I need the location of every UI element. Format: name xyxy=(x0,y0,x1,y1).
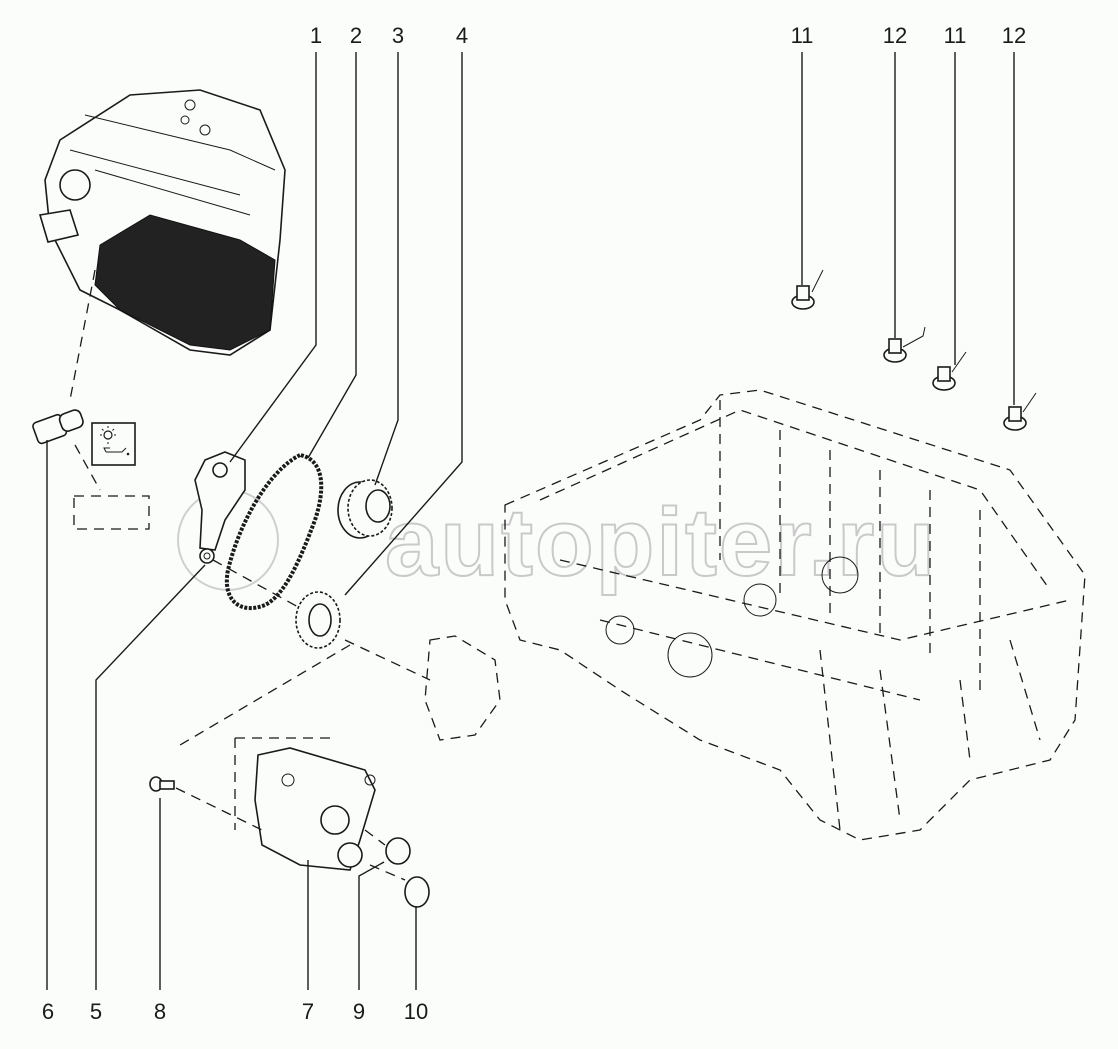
callout-1: 1 xyxy=(310,23,322,48)
callout-12: 12 xyxy=(1002,23,1026,48)
bolt xyxy=(149,776,175,792)
callout-2: 2 xyxy=(350,23,362,48)
engine-block xyxy=(504,389,1086,841)
callout-7: 7 xyxy=(302,999,314,1024)
engine-assembly xyxy=(38,89,286,356)
oil-pressure-warning-icon xyxy=(91,422,136,466)
crankshaft-sprocket xyxy=(337,479,393,539)
callout-6: 6 xyxy=(42,999,54,1024)
watermark-text: autopiter.ru xyxy=(385,489,937,596)
piston-oil-jets xyxy=(791,269,1037,431)
watermark: autopiter.ru xyxy=(177,488,937,597)
oil-pressure-switch xyxy=(32,409,84,445)
oil-jet xyxy=(1003,392,1037,431)
callout-8: 8 xyxy=(154,999,166,1024)
callout-9: 9 xyxy=(353,999,365,1024)
oil-jet xyxy=(883,326,926,363)
timing-chain xyxy=(224,452,324,611)
oil-jet xyxy=(791,269,824,310)
callout-11: 11 xyxy=(791,23,814,48)
callout-10: 10 xyxy=(404,999,428,1024)
oil-pump-sprocket xyxy=(295,591,341,649)
o-ring-small xyxy=(385,837,411,865)
oil-jet xyxy=(932,351,967,391)
callout-12: 12 xyxy=(883,23,907,48)
leader-lines xyxy=(46,52,1015,990)
tensioner-washer xyxy=(199,548,215,564)
callout-4: 4 xyxy=(456,23,468,48)
oil-pump xyxy=(234,737,376,871)
callout-3: 3 xyxy=(392,23,404,48)
o-ring-large xyxy=(404,876,430,908)
timing-cover xyxy=(424,635,501,741)
callouts: 1 2 3 4 5 6 7 8 9 10 11 12 11 12 xyxy=(42,23,1026,1024)
callout-5: 5 xyxy=(90,999,102,1024)
placeholder-box xyxy=(73,495,150,530)
callout-11: 11 xyxy=(944,23,967,48)
